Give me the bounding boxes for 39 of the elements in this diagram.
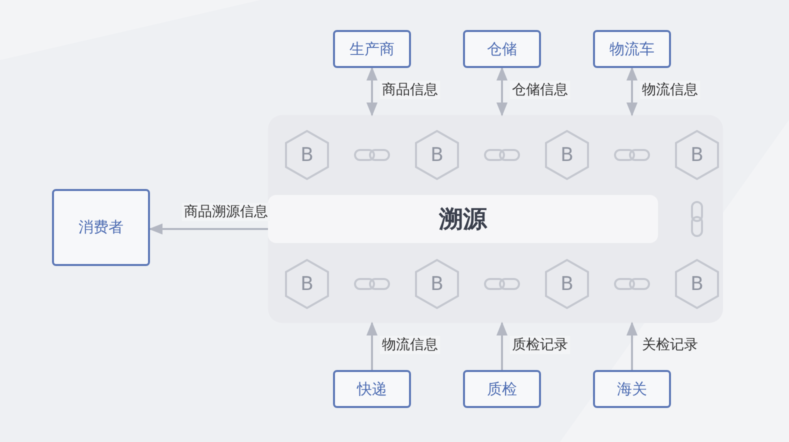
edge-label: 物流信息 [380, 336, 440, 354]
edge-label: 商品信息 [380, 80, 440, 98]
edge-label: 仓储信息 [510, 80, 570, 98]
block-letter: B [299, 143, 315, 167]
block-letter: B [689, 143, 705, 167]
arrow [626, 66, 638, 116]
edge-label: 质检记录 [510, 336, 570, 354]
trace-title: 溯源 [268, 195, 658, 243]
block-letter: B [559, 143, 575, 167]
block-hexagon [675, 130, 719, 180]
block-hexagon [545, 130, 589, 180]
block-letter: B [299, 272, 315, 296]
arrow [496, 322, 508, 370]
chain-panel [268, 115, 723, 323]
entity-box: 生产商 [333, 30, 411, 68]
arrow [366, 66, 378, 116]
arrow [366, 322, 378, 370]
edge-label: 物流信息 [640, 80, 700, 98]
entity-box: 海关 [593, 370, 671, 408]
block-hexagon [415, 130, 459, 180]
block-hexagon [285, 259, 329, 309]
entity-box: 消费者 [52, 189, 150, 266]
entity-box: 仓储 [463, 30, 541, 68]
block-hexagon [285, 130, 329, 180]
block-letter: B [429, 143, 445, 167]
entity-box: 快递 [333, 370, 411, 408]
entity-box: 物流车 [593, 30, 671, 68]
arrow [148, 223, 268, 235]
block-letter: B [429, 272, 445, 296]
block-hexagon [675, 259, 719, 309]
edge-label: 商品溯源信息 [182, 203, 270, 221]
edge-label: 关检记录 [640, 336, 700, 354]
block-hexagon [415, 259, 459, 309]
block-letter: B [689, 272, 705, 296]
block-letter: B [559, 272, 575, 296]
arrow [496, 66, 508, 116]
block-hexagon [545, 259, 589, 309]
entity-box: 质检 [463, 370, 541, 408]
arrow [626, 322, 638, 370]
